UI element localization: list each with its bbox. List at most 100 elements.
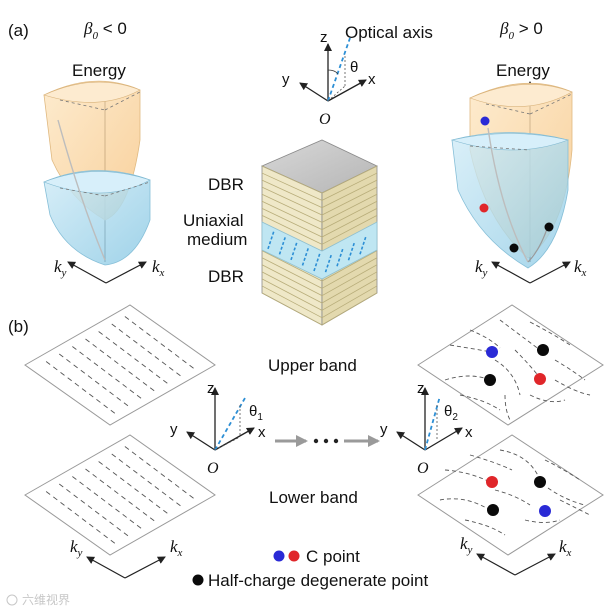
center-y-label: y xyxy=(282,71,290,88)
stack-layer-line xyxy=(321,285,378,319)
legend-half-charge-label: Half-charge degenerate point xyxy=(208,571,428,590)
right-lower-surface xyxy=(451,132,569,269)
ur-field-line xyxy=(554,379,591,396)
lr-degenerate-point-1 xyxy=(534,476,546,488)
transition-dot-3 xyxy=(333,438,339,444)
b-right-x-label: x xyxy=(465,424,473,441)
lr-field-line xyxy=(559,499,591,516)
center-z-label: z xyxy=(320,29,328,46)
right-dispersion-surfaces xyxy=(450,82,573,269)
ur-degenerate-point-1 xyxy=(537,344,549,356)
left-dashed-guide-4 xyxy=(104,181,151,197)
stack-layer-line xyxy=(321,250,378,282)
polarization-line xyxy=(72,346,142,399)
b-left-y-axis xyxy=(186,431,216,451)
center-x-label: x xyxy=(368,71,376,88)
polarization-line xyxy=(111,323,182,377)
stack-layer-line xyxy=(321,179,378,209)
b-right-theta-label: θ2 xyxy=(444,403,458,423)
stack-layer-line xyxy=(261,271,323,304)
stack-layer-line xyxy=(261,200,323,231)
b-right-z-label: z xyxy=(417,380,425,397)
center-x-axis xyxy=(327,79,367,102)
optical-axis-dash xyxy=(336,247,344,267)
right-c-point-blue xyxy=(480,116,490,126)
br-ky-axis xyxy=(476,553,516,576)
legend-c-point-red xyxy=(288,550,300,562)
br-ky-label: ky xyxy=(460,534,473,556)
lr-field-line xyxy=(464,519,506,536)
right-kx-axis xyxy=(529,261,571,284)
lower-left-plane xyxy=(24,434,216,556)
ur-field-line xyxy=(514,349,541,379)
stack-layer-line xyxy=(261,257,323,289)
transition-dot-2 xyxy=(323,438,329,444)
uniaxial-optical-axis-dashes xyxy=(267,230,367,273)
beta-symbol: β xyxy=(83,19,93,38)
left-dashed-guide-3 xyxy=(59,187,106,197)
panel-b-label: (b) xyxy=(8,317,29,336)
ur-field-line xyxy=(469,329,501,349)
upper-left-plane xyxy=(24,304,216,426)
left-surface-curve xyxy=(57,119,106,261)
lr-degenerate-point-2 xyxy=(487,504,499,516)
lr-field-line xyxy=(469,454,513,471)
optical-axis-dash xyxy=(267,230,275,250)
left-upper-rim xyxy=(43,81,141,103)
right-dashed-guide-2 xyxy=(529,93,573,115)
center-theta-label: θ xyxy=(350,59,358,76)
optical-axis-dash xyxy=(324,253,333,273)
stack-layer-line xyxy=(321,165,378,194)
stack-layer-line xyxy=(321,264,378,297)
optical-axis-dash xyxy=(290,241,298,261)
optical-axis-dash xyxy=(313,252,321,272)
b-kx-label: kx xyxy=(170,537,183,559)
polarization-line xyxy=(124,316,195,369)
stack-layer-line xyxy=(321,207,378,238)
left-ky-axis xyxy=(67,261,107,284)
uniaxial-label-line2: medium xyxy=(187,230,247,249)
ur-field-line xyxy=(529,394,566,403)
polarization-line xyxy=(85,468,155,522)
b-right-x-axis xyxy=(424,427,463,451)
dbr-bottom-label: DBR xyxy=(208,267,244,286)
stack-layer-line xyxy=(321,200,378,231)
center-origin-label: O xyxy=(319,111,331,128)
b-right-optical-axis xyxy=(424,395,441,451)
legend-degenerate-black xyxy=(192,574,204,586)
polarization-line xyxy=(58,353,129,407)
stack-layer-line xyxy=(261,278,323,311)
b-ky-axis xyxy=(86,556,126,579)
br-kx-axis xyxy=(514,553,556,576)
optical-axis-dash xyxy=(278,236,287,255)
lower-band-label: Lower band xyxy=(269,488,358,507)
upper-band-label: Upper band xyxy=(268,356,357,375)
stack-layer-line xyxy=(321,271,378,304)
lr-field-line xyxy=(544,459,581,481)
stack-layer-line xyxy=(321,257,378,289)
polarization-line xyxy=(45,361,116,414)
right-ky-axis xyxy=(491,261,531,284)
b-left-proj-dash-2 xyxy=(214,436,241,451)
b-right-y-axis xyxy=(396,431,426,451)
transition-dot-1 xyxy=(313,438,319,444)
stack-layer-line xyxy=(261,285,323,319)
panel-a-label: (a) xyxy=(8,21,29,40)
left-dashed-guide-1 xyxy=(59,99,106,111)
right-upper-rim xyxy=(469,84,573,107)
legend-c-point-blue xyxy=(273,550,285,562)
left-energy-label: Energy xyxy=(72,61,126,80)
watermark: 六维视界 xyxy=(22,592,70,607)
ur-field-line xyxy=(494,359,521,396)
polarization-line xyxy=(98,331,168,384)
stack-layer-line xyxy=(321,278,378,311)
beta-relation: < 0 xyxy=(98,19,127,38)
microcavity-stack xyxy=(261,139,378,326)
optical-axis-label: Optical axis xyxy=(345,23,433,42)
polarization-line xyxy=(85,338,155,392)
left-kx-label: kx xyxy=(152,257,165,279)
b-right-origin-label: O xyxy=(417,460,429,477)
br-kx-label: kx xyxy=(559,537,572,559)
stack-layer-line xyxy=(261,215,323,245)
right-dashed-guide-3 xyxy=(469,145,531,151)
